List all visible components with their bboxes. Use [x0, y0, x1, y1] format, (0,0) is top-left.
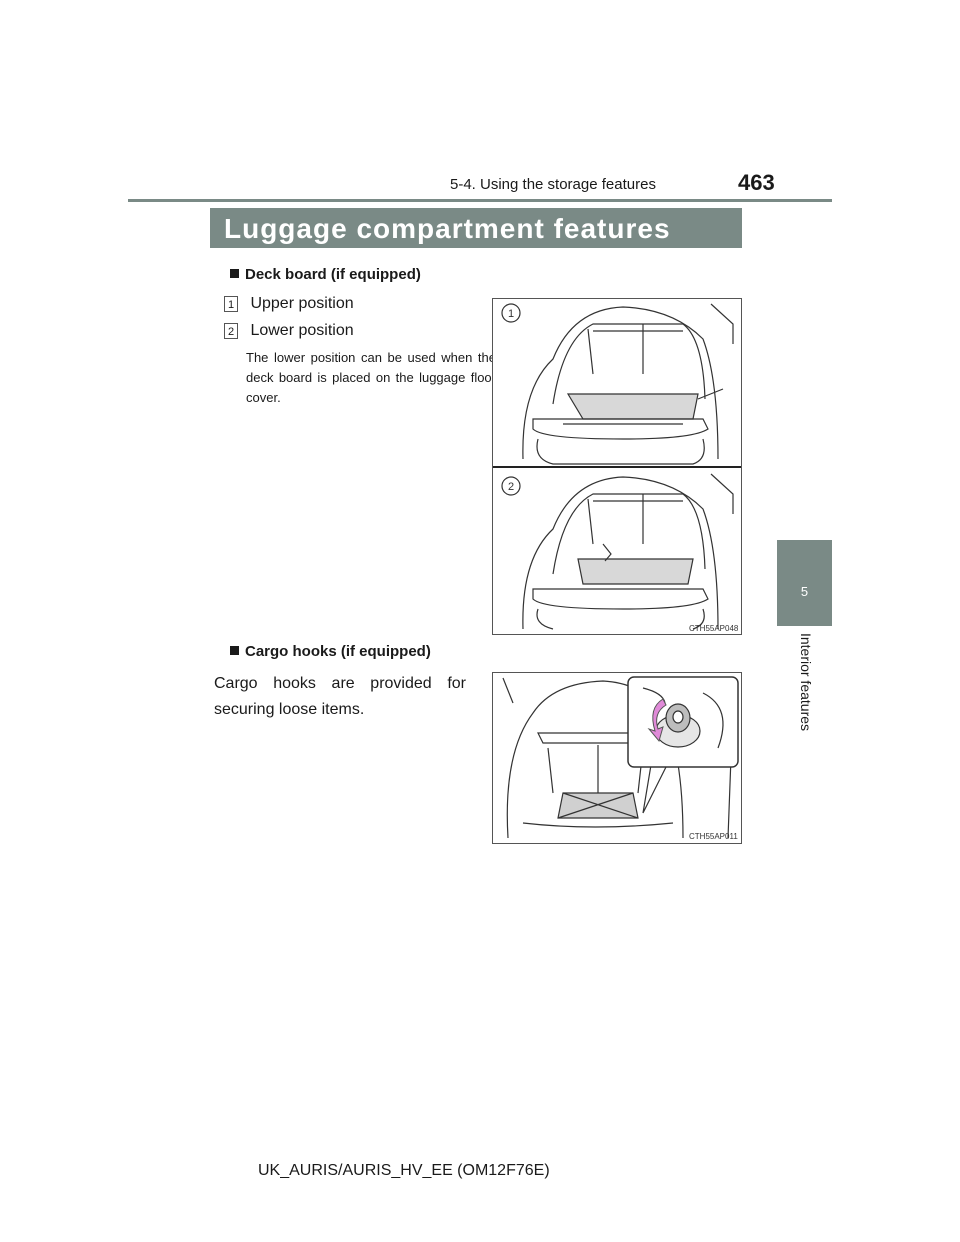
cargo-hooks-illustration: CTH55AP011	[502, 676, 739, 841]
svg-text:1: 1	[508, 308, 514, 320]
deck-board-note: The lower position can be used when the …	[246, 350, 496, 405]
section-header: 5-4. Using the storage features	[450, 176, 656, 193]
svg-text:2: 2	[508, 481, 514, 493]
rotate-arrow-icon	[647, 698, 667, 743]
header-rule	[128, 199, 832, 202]
list-item: 1 Upper position	[224, 295, 354, 313]
title-bar: Luggage compartment features	[210, 208, 742, 248]
chapter-tab: 5	[777, 540, 832, 626]
lower-position-illustration: 2	[501, 473, 734, 630]
chapter-tab-label: Interior features	[777, 626, 832, 746]
callout-number: 2	[224, 323, 238, 339]
deck-board-figure: 1 2 CTH55AP048	[492, 298, 742, 635]
upper-position-illustration: 1	[501, 303, 734, 465]
figure-code: CTH55AP011	[689, 832, 738, 841]
bullet-square-icon	[230, 269, 239, 278]
trunk-illustration: 1 2 CTH55AP048	[493, 303, 741, 633]
chapter-title: Interior features	[798, 632, 814, 732]
cargo-hooks-heading: Cargo hooks (if equipped)	[230, 643, 431, 660]
page-number: 463	[738, 170, 775, 195]
footer-model-code: UK_AURIS/AURIS_HV_EE (OM12F76E)	[258, 1162, 550, 1179]
callout-number: 1	[224, 296, 238, 312]
list-item: 2 Lower position	[224, 322, 354, 340]
item-label: Lower position	[250, 322, 354, 339]
deck-board-heading: Deck board (if equipped)	[230, 266, 421, 283]
cargo-hooks-text: Cargo hooks are provided for securing lo…	[214, 675, 466, 718]
bullet-square-icon	[230, 646, 239, 655]
chapter-number: 5	[800, 584, 809, 599]
cargo-hooks-figure: CTH55AP011	[492, 672, 742, 844]
figure-code: CTH55AP048	[689, 624, 739, 633]
page-title: Luggage compartment features	[224, 213, 671, 244]
item-label: Upper position	[250, 295, 354, 312]
